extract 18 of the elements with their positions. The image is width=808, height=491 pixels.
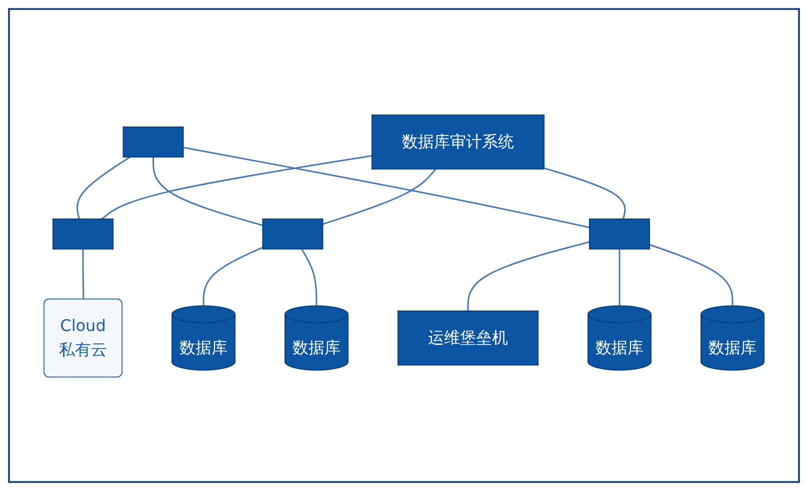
- connector: [183, 146, 590, 228]
- node-box: 运维堡垒机: [398, 310, 538, 365]
- connector: [76, 156, 130, 219]
- connector: [301, 248, 318, 306]
- node-box: 数据库审计系统: [372, 114, 544, 169]
- connector: [202, 246, 264, 306]
- connector: [322, 168, 436, 224]
- connector: [467, 240, 590, 310]
- connector: [618, 248, 620, 306]
- connector: [152, 156, 263, 226]
- connector: [544, 166, 626, 219]
- node-box: [52, 218, 114, 249]
- connector: [649, 243, 734, 306]
- node-box: [122, 126, 184, 157]
- node-box: [589, 218, 650, 249]
- connector: [101, 154, 372, 220]
- node-box: [262, 218, 324, 249]
- connector: [82, 248, 84, 300]
